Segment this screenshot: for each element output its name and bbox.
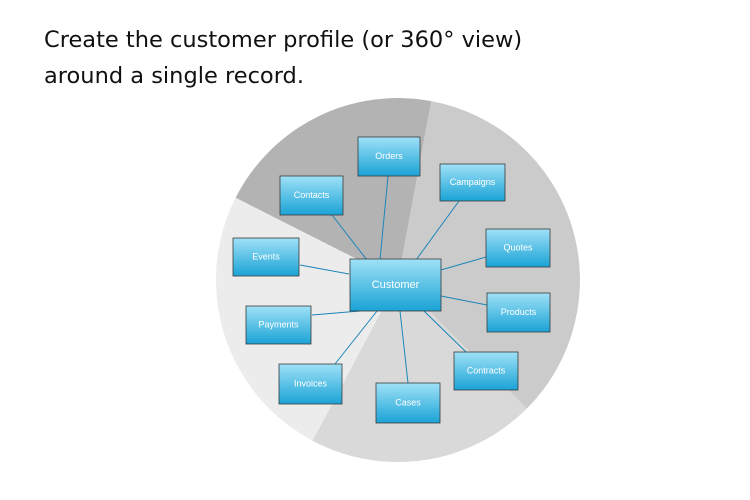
pie-wedge-light	[312, 280, 527, 463]
node-campaigns[interactable]: Campaigns	[439, 163, 506, 202]
title-line-2: around a single record.	[44, 63, 304, 89]
node-cases-label: Cases	[395, 397, 421, 407]
connector-campaigns	[415, 200, 460, 261]
node-products[interactable]: Products	[486, 292, 551, 333]
node-invoices[interactable]: Invoices	[278, 363, 343, 405]
title-line-1: Create the customer profile (or 360° vie…	[44, 27, 523, 53]
connector-contracts	[423, 310, 467, 353]
connector-contacts	[331, 214, 368, 261]
node-contacts[interactable]: Contacts	[279, 175, 344, 216]
node-quotes[interactable]: Quotes	[485, 228, 551, 268]
connector-quotes	[440, 256, 487, 271]
node-invoices-label: Invoices	[294, 378, 328, 388]
node-contacts-label: Contacts	[294, 190, 330, 200]
connector-payments	[311, 310, 361, 316]
node-campaigns-label: Campaigns	[450, 177, 496, 187]
node-events-label: Events	[252, 251, 280, 261]
connector-orders	[379, 175, 389, 261]
connector-events	[299, 264, 350, 275]
node-orders-label: Orders	[375, 151, 403, 161]
node-quotes-label: Quotes	[503, 242, 533, 252]
connector-products	[440, 295, 488, 306]
connector-invoices	[334, 310, 378, 365]
node-contracts[interactable]: Contracts	[453, 351, 519, 391]
node-payments[interactable]: Payments	[245, 305, 312, 345]
node-events[interactable]: Events	[232, 237, 300, 277]
node-products-label: Products	[501, 307, 537, 317]
node-orders[interactable]: Orders	[357, 136, 421, 177]
node-payments-label: Payments	[258, 319, 299, 329]
node-customer-label: Customer	[372, 279, 420, 291]
node-contracts-label: Contracts	[467, 365, 506, 375]
node-cases[interactable]: Cases	[375, 382, 441, 424]
node-customer[interactable]: Customer	[349, 258, 442, 312]
connectors	[299, 175, 488, 384]
connector-cases	[399, 310, 409, 384]
page-title: Create the customer profile (or 360° vie…	[44, 22, 522, 94]
